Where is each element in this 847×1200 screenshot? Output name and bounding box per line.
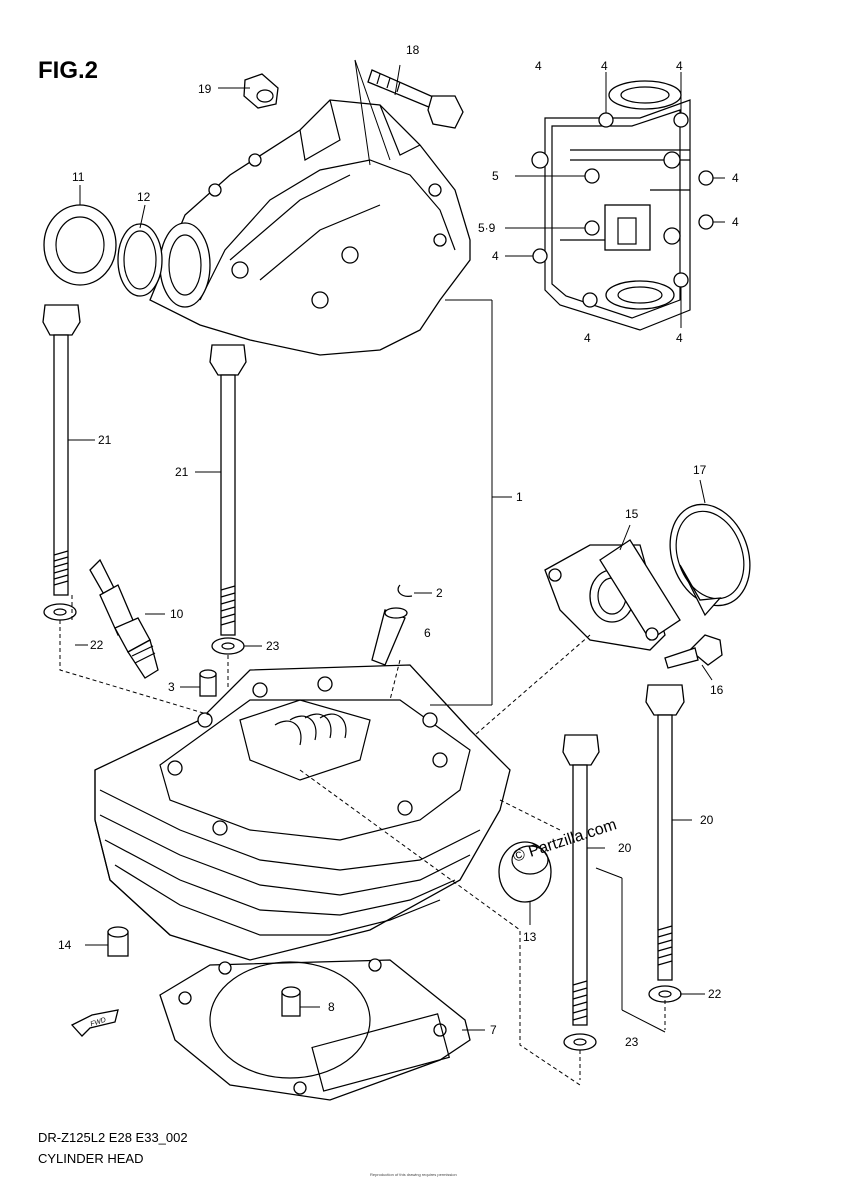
cover-bolt-hole bbox=[341, 246, 359, 264]
part-22-washer bbox=[43, 603, 77, 621]
cover-bolt-hole bbox=[248, 153, 262, 167]
figure-title: FIG.2 bbox=[38, 57, 98, 84]
callout-labels: 18 19 11 12 21 21 1 2 6 10 22 23 3 15 17… bbox=[58, 43, 739, 1049]
cover-bolt-hole bbox=[433, 233, 447, 247]
callout-21-left: 21 bbox=[98, 433, 112, 447]
part-2-clip bbox=[397, 584, 413, 597]
dashed-assembly-lines bbox=[59, 595, 666, 1086]
forward-direction-arrow: FWD bbox=[70, 1009, 119, 1037]
callout-21-center: 21 bbox=[175, 465, 189, 479]
part-6-guide bbox=[371, 607, 408, 666]
callout-23-center: 23 bbox=[266, 639, 280, 653]
inset-bolt-hole bbox=[698, 214, 714, 230]
callout-13: 13 bbox=[523, 930, 537, 944]
callout-14: 14 bbox=[58, 938, 72, 952]
sequence-4: 4 bbox=[601, 59, 608, 73]
sequence-5-9: 5·9 bbox=[478, 221, 496, 235]
callout-20-front: 20 bbox=[618, 841, 632, 855]
head-bolt-hole bbox=[252, 682, 268, 698]
part-19-nut bbox=[243, 73, 279, 109]
figure-name: CYLINDER HEAD bbox=[38, 1151, 143, 1166]
head-bolt-hole bbox=[432, 752, 448, 768]
sequence-4: 4 bbox=[584, 331, 591, 345]
part-3-dowel bbox=[199, 669, 217, 697]
part-23-washer-right bbox=[563, 1033, 597, 1051]
part-12-o-ring bbox=[117, 223, 163, 297]
watermark: © Partzilla.com bbox=[511, 816, 619, 865]
inset-port-top bbox=[608, 80, 682, 110]
callout-15: 15 bbox=[625, 507, 639, 521]
inset-bolt-hole bbox=[532, 248, 548, 264]
part-14-dowel bbox=[107, 926, 129, 957]
callout-6: 6 bbox=[424, 626, 431, 640]
leader-lines bbox=[68, 64, 713, 1033]
callout-23-right: 23 bbox=[625, 1035, 639, 1049]
tightening-sequence-inset bbox=[505, 72, 725, 331]
part-11-cap bbox=[43, 204, 117, 286]
inset-port-bottom bbox=[605, 280, 675, 310]
part-17-clamp bbox=[669, 503, 751, 617]
sequence-4: 4 bbox=[535, 59, 542, 73]
part-20-stud-front bbox=[562, 734, 600, 1026]
cover-bolt-hole bbox=[231, 261, 249, 279]
sequence-4: 4 bbox=[732, 171, 739, 185]
callout-3: 3 bbox=[168, 680, 175, 694]
callout-2: 2 bbox=[436, 586, 443, 600]
cylinder-head bbox=[94, 664, 511, 961]
part-20-stud-rear bbox=[645, 684, 685, 981]
callout-22-right: 22 bbox=[708, 987, 722, 1001]
head-bolt-hole bbox=[422, 712, 438, 728]
callout-17: 17 bbox=[693, 463, 707, 477]
part-21-stud-center bbox=[209, 344, 247, 636]
part-7-gasket bbox=[159, 958, 471, 1101]
inset-bolt-hole bbox=[673, 272, 689, 288]
part-23-washer bbox=[211, 637, 245, 655]
callout-7: 7 bbox=[490, 1023, 497, 1037]
inset-bolt-hole bbox=[673, 112, 689, 128]
head-bolt-hole bbox=[212, 820, 228, 836]
cover-bolt-hole bbox=[208, 183, 222, 197]
part-22-washer-right bbox=[648, 985, 682, 1003]
inset-center-block bbox=[604, 204, 651, 251]
callout-16: 16 bbox=[710, 683, 724, 697]
part-15-intake-pipe bbox=[544, 539, 681, 651]
head-bolt-hole bbox=[317, 676, 333, 692]
part-8-dowel bbox=[281, 986, 301, 1017]
cover-bolt-hole bbox=[428, 183, 442, 197]
inset-bolt-hole bbox=[582, 292, 598, 308]
callout-19: 19 bbox=[198, 82, 212, 96]
callout-22-left: 22 bbox=[90, 638, 104, 652]
callout-11: 11 bbox=[72, 170, 85, 184]
sequence-4: 4 bbox=[492, 249, 499, 263]
callout-12: 12 bbox=[137, 190, 151, 204]
callout-8: 8 bbox=[328, 1000, 335, 1014]
head-bolt-hole bbox=[397, 800, 413, 816]
callout-10: 10 bbox=[170, 607, 184, 621]
sequence-4: 4 bbox=[732, 215, 739, 229]
cover-bolt-hole bbox=[311, 291, 329, 309]
fine-print: Reproduction of this drawing requires pe… bbox=[370, 1172, 457, 1177]
callout-1: 1 bbox=[516, 490, 523, 504]
inset-bolt-hole bbox=[698, 170, 714, 186]
inset-bolt-hole bbox=[584, 220, 600, 236]
part-16-screw bbox=[664, 634, 723, 669]
fwd-label: FWD bbox=[90, 1017, 107, 1029]
cylinder-head-cover bbox=[149, 99, 471, 356]
part-10-spark-plug bbox=[89, 558, 159, 679]
figure-code: DR-Z125L2 E28 E33_002 bbox=[38, 1130, 188, 1145]
sequence-4: 4 bbox=[676, 331, 683, 345]
sequence-5: 5 bbox=[492, 169, 499, 183]
callout-18: 18 bbox=[406, 43, 420, 57]
head-bolt-hole bbox=[167, 760, 183, 776]
callout-20-rear: 20 bbox=[700, 813, 714, 827]
inset-bolt-hole bbox=[598, 112, 614, 128]
sequence-4: 4 bbox=[676, 59, 683, 73]
part-21-stud-left bbox=[42, 304, 81, 596]
part-13-plug bbox=[498, 841, 552, 903]
part-18-bolt bbox=[367, 69, 464, 129]
head-bolt-hole bbox=[197, 712, 213, 728]
inset-bolt-hole bbox=[584, 168, 600, 184]
